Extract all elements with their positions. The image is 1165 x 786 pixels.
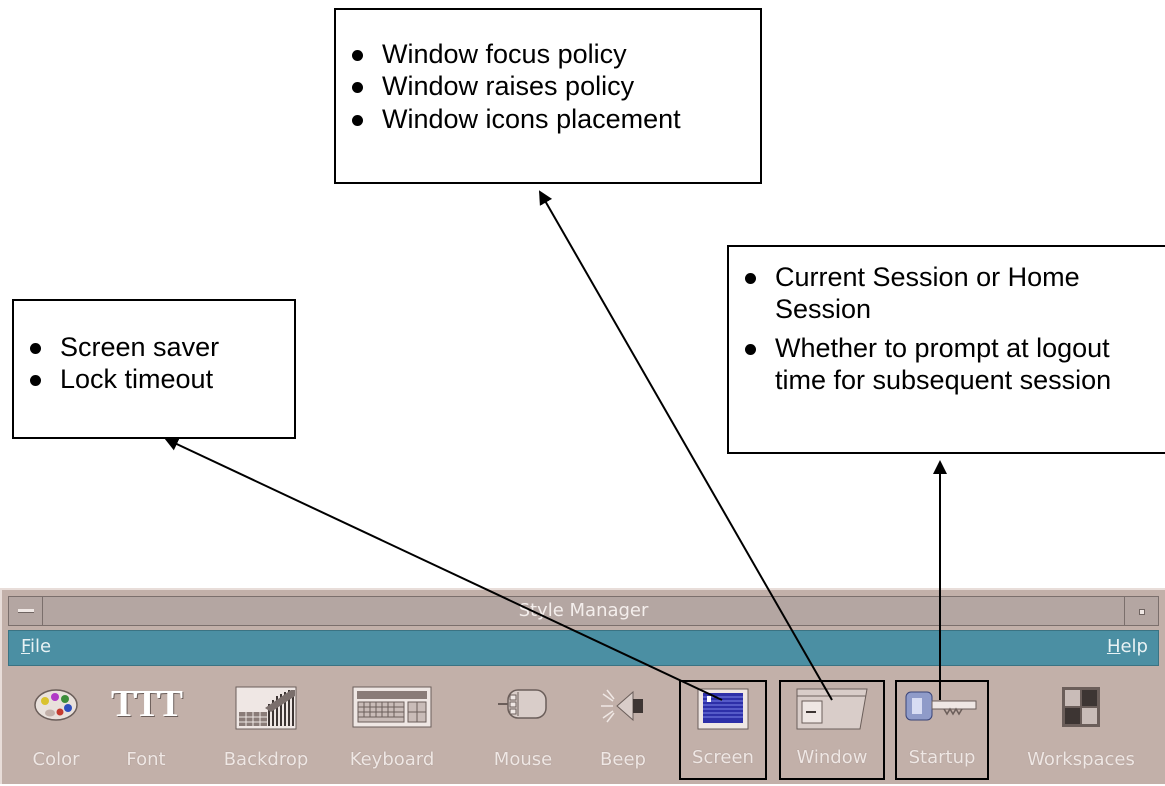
- window-title: Style Manager: [518, 600, 649, 621]
- tool-label: Window: [796, 747, 868, 768]
- menu-label: ile: [30, 636, 52, 657]
- title-bar[interactable]: Style Manager: [8, 596, 1159, 626]
- menu-file[interactable]: File: [21, 636, 51, 657]
- mouse-tool[interactable]: Mouse: [490, 680, 556, 780]
- color-tool[interactable]: Color: [16, 680, 96, 780]
- callout-screen-options: Screen saver Lock timeout: [12, 299, 296, 439]
- callout-item: Window icons placement: [348, 103, 760, 135]
- menu-mnemonic: F: [21, 636, 31, 657]
- workspaces-icon: [1062, 687, 1100, 727]
- tool-label: Backdrop: [223, 749, 309, 770]
- minimize-button[interactable]: [1124, 597, 1158, 625]
- window-icon: [796, 688, 868, 730]
- font-tool[interactable]: TTT Font: [102, 680, 190, 780]
- style-manager-window: Style Manager File Help Color TTT Fon: [0, 588, 1165, 784]
- callout-item: Window raises policy: [348, 70, 760, 102]
- callout-startup-options: Current Session or Home Session Whether …: [727, 245, 1165, 454]
- callout-window-options: Window focus policy Window raises policy…: [334, 8, 762, 184]
- screen-tool[interactable]: Screen: [679, 680, 767, 780]
- menu-label: elp: [1120, 636, 1148, 657]
- backdrop-icon: [235, 686, 297, 730]
- arrow-window: [539, 190, 833, 701]
- tool-label: Keyboard: [349, 749, 435, 770]
- window-menu-button[interactable]: [9, 597, 43, 625]
- window-tool[interactable]: Window: [779, 680, 885, 780]
- font-icon: TTT: [110, 682, 183, 726]
- callout-item: Lock timeout: [26, 363, 294, 395]
- tool-label: Font: [126, 749, 166, 770]
- callout-item: Screen saver: [26, 331, 294, 363]
- startup-tool[interactable]: Startup: [895, 680, 989, 780]
- font-icon-glyph: TTT: [110, 683, 183, 725]
- keyboard-tool[interactable]: Keyboard: [336, 680, 448, 780]
- style-tools-row: Color TTT Font: [2, 670, 1165, 786]
- workspaces-tool[interactable]: Workspaces: [1012, 680, 1150, 780]
- beep-tool[interactable]: Beep: [590, 680, 656, 780]
- tool-label: Workspaces: [1027, 749, 1135, 770]
- keyboard-icon: [352, 686, 432, 728]
- callout-item: Whether to prompt at logout time for sub…: [741, 332, 1165, 397]
- callout-item: Window focus policy: [348, 38, 760, 70]
- tool-label: Mouse: [493, 749, 553, 770]
- tool-label: Beep: [600, 749, 646, 770]
- monitor-icon: [697, 688, 749, 730]
- tool-label: Color: [32, 749, 80, 770]
- window-menu-icon: [18, 609, 34, 613]
- callout-item: Current Session or Home Session: [741, 261, 1165, 326]
- mouse-icon: [498, 689, 547, 719]
- key-icon: [905, 691, 977, 721]
- menu-help[interactable]: Help: [1107, 636, 1148, 657]
- arrow-screen: [164, 437, 723, 701]
- tool-label: Screen: [692, 747, 754, 768]
- menu-mnemonic: H: [1106, 636, 1121, 657]
- palette-icon: [34, 689, 78, 721]
- minimize-icon: [1139, 609, 1145, 615]
- backdrop-tool[interactable]: Backdrop: [220, 680, 312, 780]
- speaker-icon: [601, 689, 643, 723]
- tool-label: Startup: [908, 747, 976, 768]
